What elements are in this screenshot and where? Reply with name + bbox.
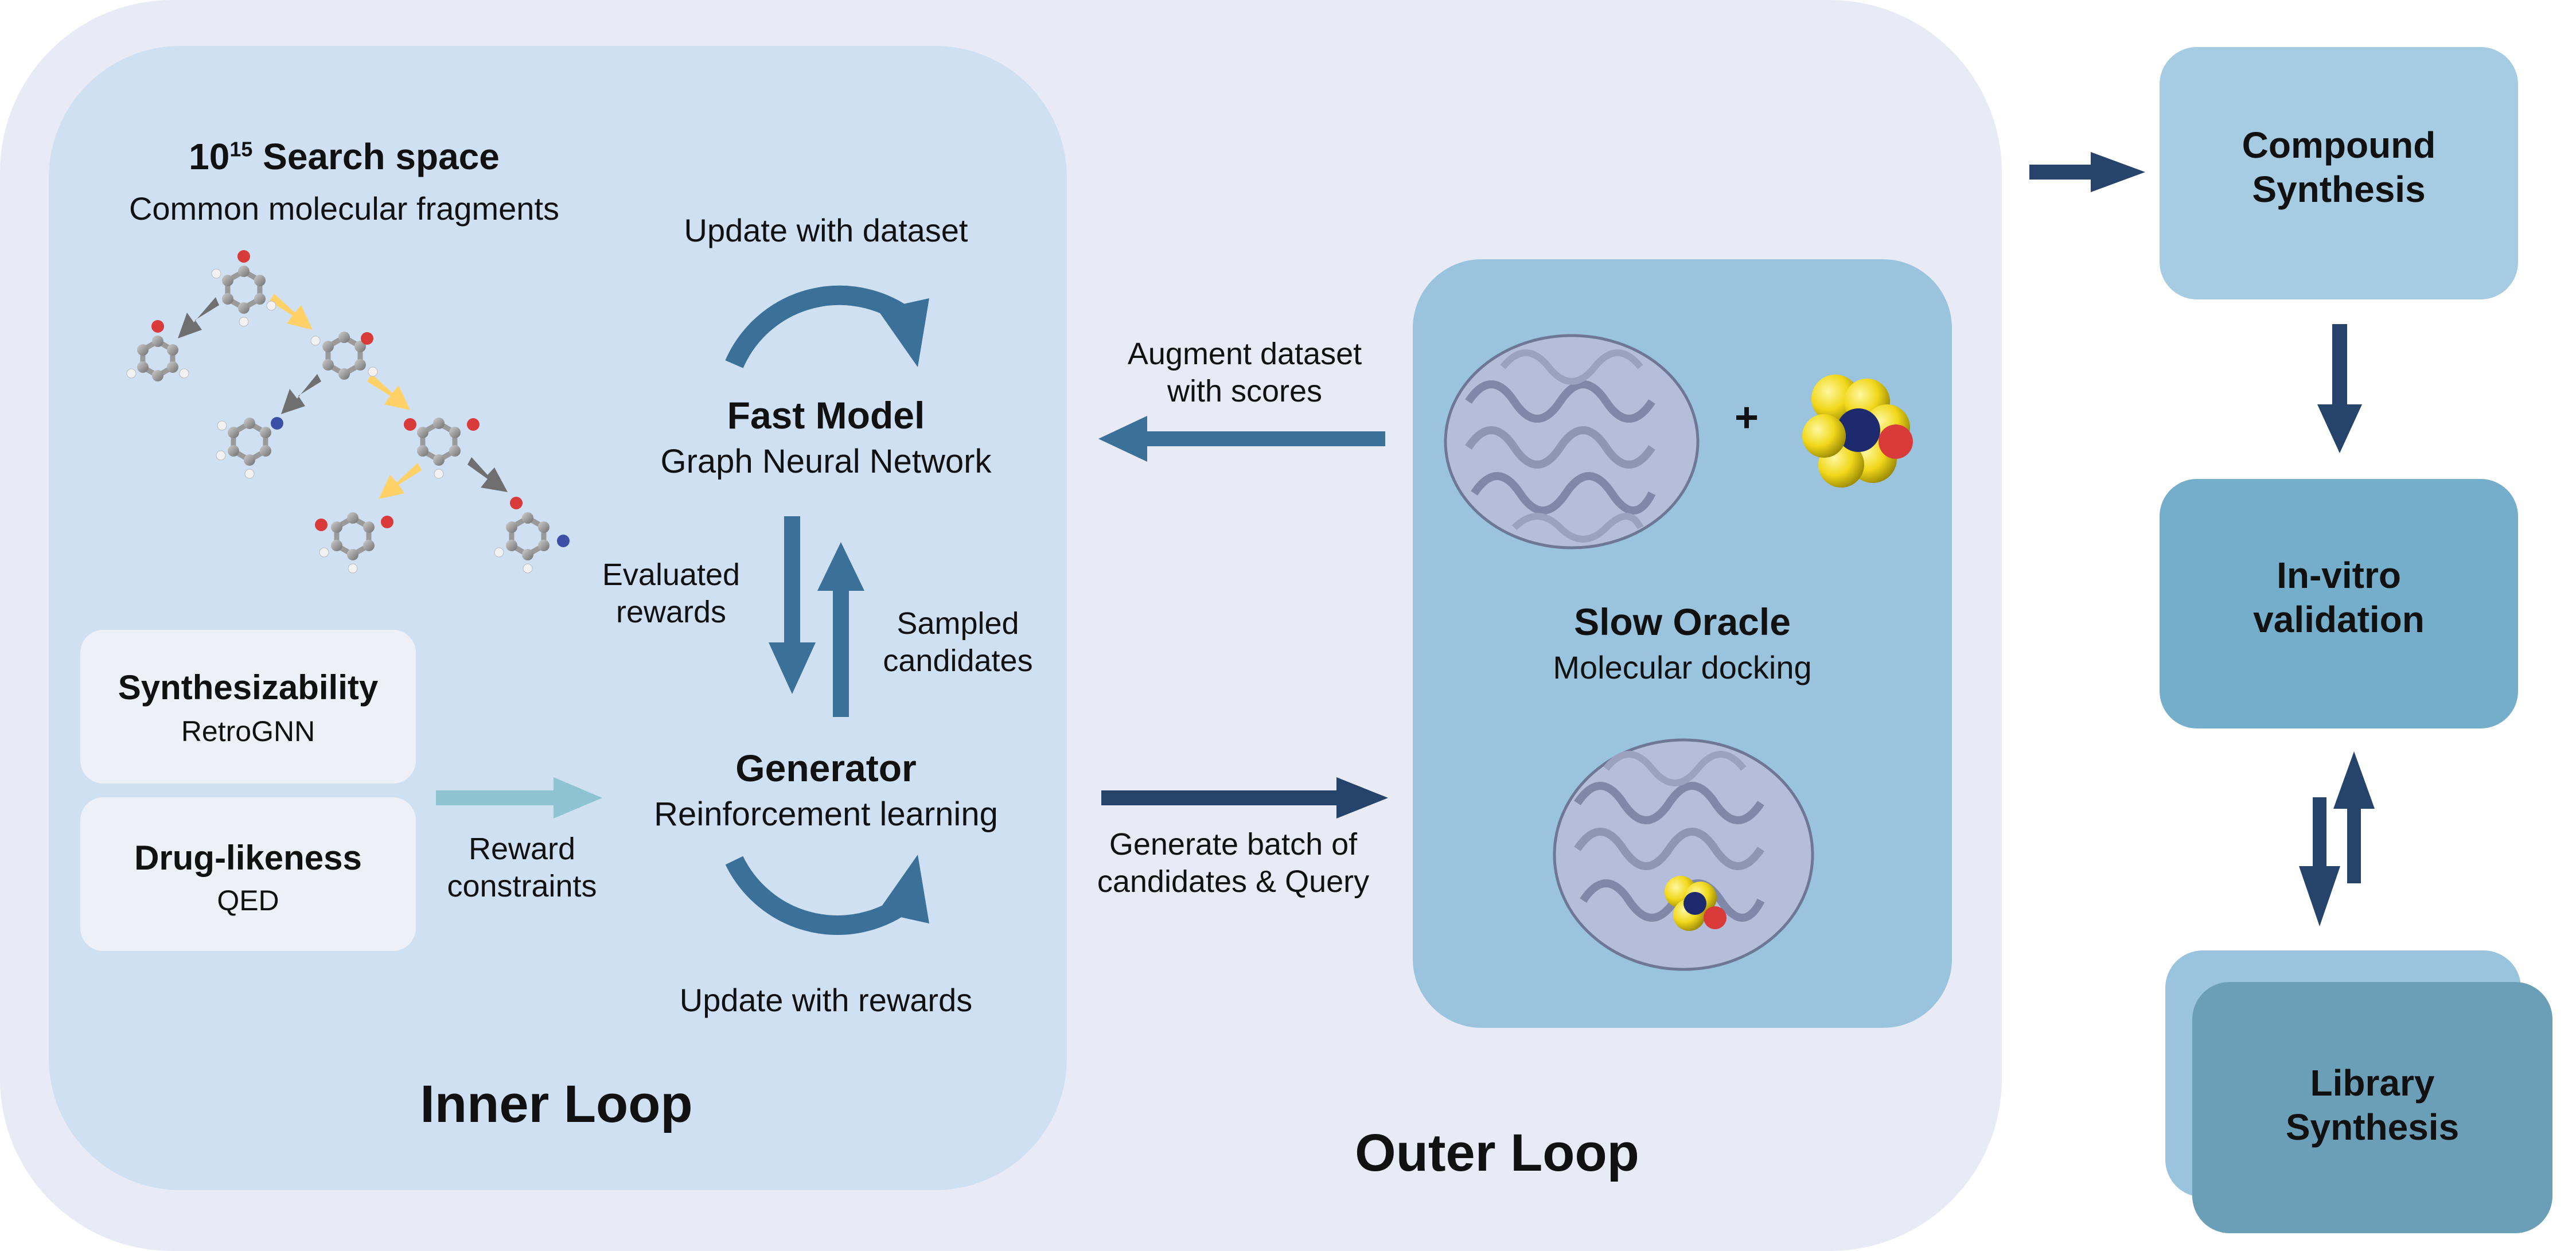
- drug-likeness-card: [80, 797, 416, 951]
- update-rewards-label: Update with rewards: [679, 982, 973, 1018]
- compound-to-invitro-arrowhead: [2317, 404, 2362, 453]
- update-dataset-arrowhead: [878, 298, 929, 367]
- compound-to-invitro-arrow-shaft: [2332, 324, 2347, 410]
- drug-likeness-title: Drug-likeness: [134, 839, 362, 877]
- slow-oracle-title: Slow Oracle: [1574, 601, 1791, 643]
- search-space-subtitle: Common molecular fragments: [128, 190, 560, 227]
- molecule-2: [126, 320, 189, 381]
- sampled-candidates-label: Sampled candidates: [860, 605, 1055, 680]
- reward-constraints-arrow-shaft: [436, 790, 562, 805]
- invitro-to-library-arrowhead: [2299, 866, 2340, 926]
- synthesizability-subtitle: RetroGNN: [181, 715, 315, 747]
- compound-synthesis-label: Compound Synthesis: [2160, 123, 2518, 212]
- molecule-3: [310, 332, 378, 380]
- yellow-arrow: [367, 374, 410, 410]
- molecule-5: [404, 418, 480, 479]
- library-synthesis-box: [2192, 982, 2552, 1233]
- fast-model-title: Fast Model: [727, 394, 925, 437]
- augment-line-2: with scores: [1167, 373, 1323, 408]
- fragment-tree: [126, 250, 570, 574]
- inner-loop-panel: [49, 46, 1067, 1190]
- sampled-candidates-arrow-shaft: [833, 585, 849, 717]
- molecule-7: [494, 497, 570, 574]
- evaluated-line-1: Evaluated: [602, 558, 741, 592]
- generate-batch-arrow-shaft: [1101, 790, 1342, 805]
- reward-line-2: constraints: [447, 868, 597, 903]
- invitro-line-1: In-vitro: [2277, 555, 2401, 596]
- outer-loop-label: Outer Loop: [1355, 1124, 1639, 1182]
- generate-batch-label: Generate batch of candidates & Query: [1073, 826, 1394, 901]
- generator-title: Generator: [735, 747, 917, 789]
- generate-line-2: candidates & Query: [1097, 864, 1370, 899]
- protein-ligand-complex: [1553, 738, 1814, 971]
- ligand-molecule: [1802, 375, 1913, 488]
- search-space-base: 10: [189, 136, 230, 177]
- compound-line-1: Compound: [2242, 124, 2436, 166]
- fast-model-subtitle: Graph Neural Network: [660, 443, 992, 480]
- evaluated-rewards-label: Evaluated rewards: [574, 556, 769, 631]
- molecule-1: [211, 250, 276, 327]
- synthesizability-card: [80, 630, 416, 784]
- augment-dataset-label: Augment dataset with scores: [1073, 336, 1417, 410]
- library-to-invitro-arrowhead: [2333, 751, 2375, 809]
- grey-arrow: [281, 374, 321, 414]
- library-line-2: Synthesis: [2285, 1106, 2460, 1148]
- sampled-line-1: Sampled: [897, 606, 1019, 641]
- to-compound-arrow-shaft: [2029, 165, 2098, 180]
- augment-dataset-arrowhead: [1098, 416, 1147, 462]
- yellow-arrow: [270, 294, 313, 330]
- generate-line-1: Generate batch of: [1109, 827, 1358, 862]
- molecule-4: [216, 417, 283, 479]
- update-dataset-label: Update with dataset: [684, 212, 968, 248]
- compound-line-2: Synthesis: [2252, 168, 2426, 210]
- search-space-title: 1015 Search space: [115, 135, 574, 179]
- generator-subtitle: Reinforcement learning: [654, 796, 998, 833]
- protein-structure-top: [1444, 334, 1700, 549]
- grey-arrow: [467, 457, 508, 492]
- library-to-invitro-arrow-shaft: [2347, 809, 2361, 883]
- sampled-line-2: candidates: [883, 643, 1033, 678]
- update-rewards-arrowhead: [878, 855, 929, 923]
- reward-line-1: Reward: [468, 832, 576, 866]
- search-space-exponent: 15: [229, 137, 253, 161]
- invitro-line-2: validation: [2253, 598, 2425, 640]
- yellow-arrow: [379, 463, 422, 499]
- generate-batch-arrowhead: [1336, 777, 1388, 819]
- to-compound-arrowhead: [2091, 152, 2145, 192]
- synthesizability-title: Synthesizability: [118, 668, 379, 707]
- augment-line-1: Augment dataset: [1127, 337, 1362, 371]
- search-space-label: Search space: [263, 136, 500, 177]
- compound-synthesis-box: [2160, 47, 2518, 299]
- invitro-to-library-arrow-shaft: [2313, 797, 2326, 872]
- inner-loop-label: Inner Loop: [420, 1075, 693, 1133]
- update-rewards-loop-arrow: [725, 856, 919, 935]
- drug-likeness-subtitle: QED: [217, 884, 279, 917]
- sampled-candidates-arrowhead: [817, 542, 864, 591]
- reward-constraints-label: Reward constraints: [424, 831, 619, 905]
- slow-oracle-subtitle: Molecular docking: [1553, 649, 1812, 685]
- molecule-6: [315, 512, 393, 574]
- augment-dataset-arrow-shaft: [1141, 431, 1385, 446]
- plus-sign: +: [1734, 395, 1759, 441]
- grey-arrow: [178, 297, 219, 338]
- library-line-1: Library: [2310, 1062, 2435, 1104]
- library-synthesis-label: Library Synthesis: [2192, 1061, 2552, 1149]
- in-vitro-label: In-vitro validation: [2160, 554, 2518, 642]
- update-dataset-loop-arrow: [725, 285, 918, 368]
- evaluated-line-2: rewards: [615, 594, 727, 629]
- reward-constraints-arrowhead: [554, 777, 602, 819]
- in-vitro-validation-box: [2160, 479, 2518, 728]
- evaluated-rewards-arrowhead: [769, 642, 816, 694]
- evaluated-rewards-arrow-shaft: [784, 516, 800, 648]
